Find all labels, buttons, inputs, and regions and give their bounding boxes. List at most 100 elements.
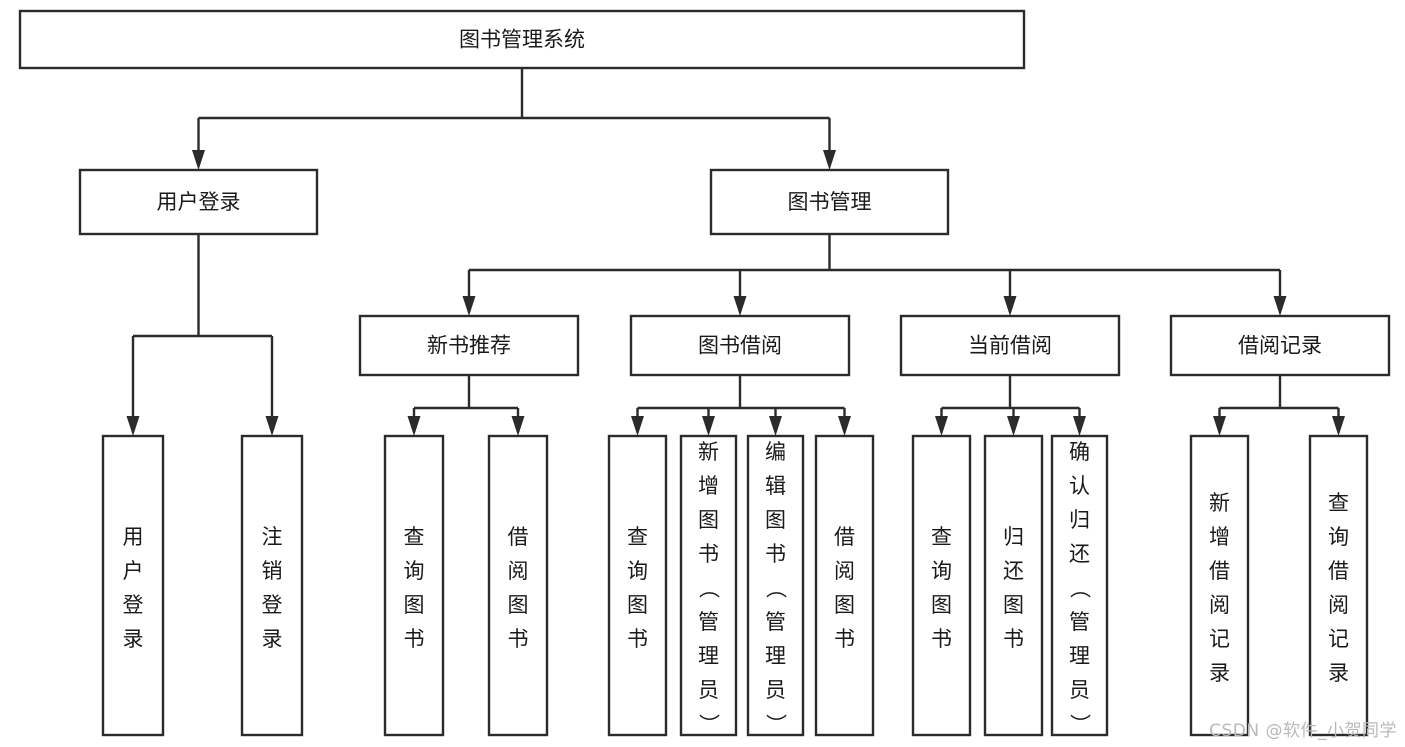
svg-text:借: 借 <box>508 525 529 549</box>
svg-text:图: 图 <box>931 593 952 617</box>
arrow-head <box>733 296 747 316</box>
leaf-node-6-box[interactable] <box>746 434 805 737</box>
leaf-node-9-box[interactable] <box>983 434 1044 737</box>
svg-text:还: 还 <box>1069 542 1090 566</box>
svg-text:）: ） <box>697 714 721 735</box>
arrow-head <box>1332 416 1345 436</box>
level2-node-1-box[interactable] <box>709 168 950 236</box>
svg-text:管: 管 <box>1069 610 1090 634</box>
svg-text:理: 理 <box>698 644 719 668</box>
svg-text:录: 录 <box>262 627 283 651</box>
svg-text:阅: 阅 <box>1209 593 1230 617</box>
svg-text:管: 管 <box>698 610 719 634</box>
arrow-head <box>702 416 715 436</box>
svg-text:还: 还 <box>1003 559 1024 583</box>
level3-node-2-label: 当前借阅 <box>968 334 1052 358</box>
svg-text:归: 归 <box>1069 508 1090 532</box>
svg-text:阅: 阅 <box>834 559 855 583</box>
svg-text:员: 员 <box>698 678 719 702</box>
leaf-node-0-label: 用户登录 <box>123 525 144 651</box>
leaf-node-1-box[interactable] <box>240 434 304 737</box>
svg-text:书: 书 <box>627 627 648 651</box>
arrow-head <box>1273 296 1287 316</box>
arrow-head <box>407 416 421 436</box>
svg-text:图: 图 <box>765 508 786 532</box>
svg-text:查: 查 <box>627 525 648 549</box>
level3-node-3-box[interactable] <box>1169 314 1391 377</box>
svg-text:登: 登 <box>123 593 144 617</box>
svg-text:记: 记 <box>1328 627 1349 651</box>
svg-text:书: 书 <box>1003 627 1024 651</box>
svg-text:图: 图 <box>1003 593 1024 617</box>
svg-text:新: 新 <box>698 440 719 464</box>
arrow-head <box>1003 296 1017 316</box>
level3-node-1-box[interactable] <box>629 314 851 377</box>
svg-text:理: 理 <box>765 644 786 668</box>
svg-text:书: 书 <box>834 627 855 651</box>
svg-text:图: 图 <box>834 593 855 617</box>
svg-text:用: 用 <box>123 525 144 549</box>
svg-text:辑: 辑 <box>765 474 786 498</box>
level3-node-0-box[interactable] <box>358 314 580 377</box>
arrow-head <box>935 416 948 436</box>
svg-text:归: 归 <box>1003 525 1024 549</box>
leaf-node-11-box[interactable] <box>1189 434 1250 737</box>
arrow-head <box>462 296 476 316</box>
svg-text:借: 借 <box>1328 559 1349 583</box>
svg-text:管: 管 <box>765 610 786 634</box>
svg-text:员: 员 <box>765 678 786 702</box>
svg-text:书: 书 <box>931 627 952 651</box>
svg-text:书: 书 <box>698 542 719 566</box>
leaf-node-12-box[interactable] <box>1308 434 1369 737</box>
svg-text:确: 确 <box>1069 440 1090 464</box>
leaf-node-4-box[interactable] <box>607 434 668 737</box>
svg-text:查: 查 <box>404 525 425 549</box>
svg-text:借: 借 <box>834 525 855 549</box>
svg-text:新: 新 <box>1209 491 1230 515</box>
leaf-node-7-box[interactable] <box>814 434 875 737</box>
arrow-head <box>1007 416 1020 436</box>
connectors-layer <box>126 68 1345 436</box>
leaf-node-10-box[interactable] <box>1050 434 1109 737</box>
svg-text:询: 询 <box>1328 525 1349 549</box>
root-node-label: 图书管理系统 <box>459 28 585 52</box>
level3-node-0-label: 新书推荐 <box>427 334 511 358</box>
csdn-watermark: CSDN @软件_小贺同学 <box>1209 721 1397 741</box>
level3-node-2-box[interactable] <box>899 314 1121 377</box>
svg-text:记: 记 <box>1209 627 1230 651</box>
arrow-head <box>1073 416 1086 436</box>
svg-text:增: 增 <box>1209 525 1230 549</box>
svg-text:阅: 阅 <box>1328 593 1349 617</box>
svg-text:询: 询 <box>404 559 425 583</box>
svg-text:录: 录 <box>1328 661 1349 685</box>
leaf-node-3-box[interactable] <box>487 434 549 737</box>
svg-text:书: 书 <box>508 627 529 651</box>
svg-text:图: 图 <box>508 593 529 617</box>
svg-text:阅: 阅 <box>508 559 529 583</box>
arrow-head <box>192 150 205 170</box>
boxes-layer <box>18 9 1391 737</box>
arrow-head <box>838 416 851 436</box>
leaf-node-8-box[interactable] <box>911 434 972 737</box>
svg-text:询: 询 <box>627 559 648 583</box>
leaf-node-2-box[interactable] <box>383 434 445 737</box>
arrow-head <box>631 416 644 436</box>
arrow-head <box>769 416 782 436</box>
root-node-box[interactable] <box>18 9 1026 70</box>
leaf-node-0-box[interactable] <box>101 434 165 737</box>
svg-text:查: 查 <box>931 525 952 549</box>
svg-text:图: 图 <box>404 593 425 617</box>
leaf-node-5-box[interactable] <box>679 434 738 737</box>
svg-text:录: 录 <box>1209 661 1230 685</box>
svg-text:（: （ <box>1068 578 1092 599</box>
level2-node-0-box[interactable] <box>78 168 319 236</box>
level3-node-3-label: 借阅记录 <box>1238 334 1322 358</box>
svg-text:书: 书 <box>404 627 425 651</box>
